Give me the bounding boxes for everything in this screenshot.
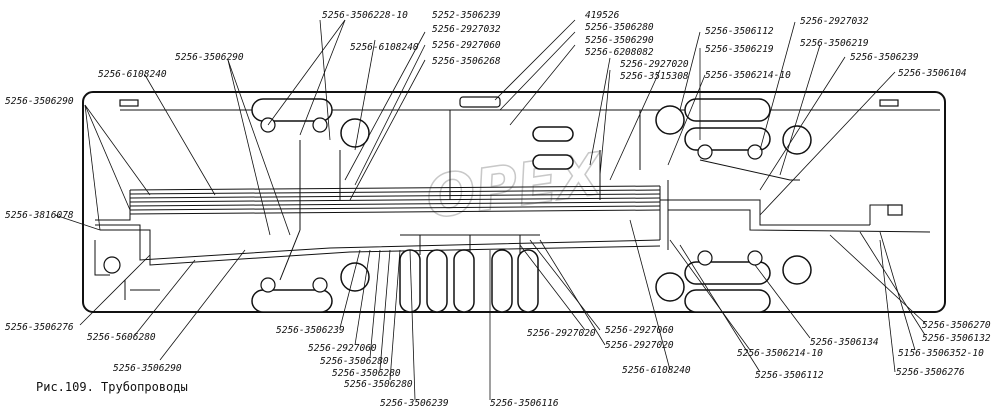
part-label: 5256-3506219 (705, 44, 774, 55)
part-label: 5256-2927060 (605, 325, 674, 336)
part-label: 5256-2927060 (432, 40, 501, 51)
part-label: 5256-3506280 (585, 22, 654, 33)
part-label: 5256-2927020 (620, 59, 689, 70)
part-label: 5256-2927020 (527, 328, 596, 339)
part-label: 5256-3515308 (620, 71, 689, 82)
valves (103, 96, 903, 293)
part-label: 5256-3506116 (490, 398, 559, 409)
part-label: 5256-3506112 (705, 26, 774, 37)
main-pipe-bundle (94, 109, 940, 300)
wheels (340, 105, 812, 302)
part-label: 5256-3506239 (850, 52, 919, 63)
part-label: 5256-3506280 (344, 379, 413, 390)
figure-caption: Рис.109. Трубопроводы (36, 380, 188, 394)
part-label: 5256-6108240 (350, 42, 419, 53)
part-label: 5256-2927032 (800, 16, 869, 27)
part-label: 5256-3506239 (380, 398, 449, 409)
part-label: 5256-2927020 (605, 340, 674, 351)
part-label: 5256-3506214-10 (737, 348, 823, 359)
part-label: 5256-3506270 (922, 320, 991, 331)
part-label: 5156-3506352-10 (898, 348, 984, 359)
part-label: 5256-3506112 (755, 370, 824, 381)
part-label: 5256-3506290 (113, 363, 182, 374)
part-labels: 5256-3506228-10 5252-3506239 5256-610824… (5, 10, 991, 409)
part-label: 5256-3506214-10 (705, 70, 791, 81)
part-label: 5256-3506276 (5, 322, 74, 333)
part-label: 5256-2927032 (432, 24, 501, 35)
part-label: 5256-5606280 (87, 332, 156, 343)
part-label: 5256-3506290 (175, 52, 244, 63)
part-label: 5256-3506290 (5, 96, 74, 107)
part-label: 5256-3506134 (810, 337, 879, 348)
part-label: 5256-3506239 (276, 325, 345, 336)
part-label: 5256-3506219 (800, 38, 869, 49)
part-label: 5256-2927060 (308, 343, 377, 354)
axle-housings (251, 98, 771, 313)
part-label: 5256-3506280 (320, 356, 389, 367)
part-label: 5256-3506268 (432, 56, 501, 67)
part-label: 5256-3506276 (896, 367, 965, 378)
part-label: 5256-6108240 (622, 365, 691, 376)
part-label: 5256-3506132 (922, 333, 991, 344)
part-label: 5256-3816078 (5, 210, 74, 221)
part-label: 5256-6108240 (98, 69, 167, 80)
part-label: 5256-3506280 (332, 368, 401, 379)
part-label: 5256-6208082 (585, 47, 654, 58)
air-tanks (399, 126, 574, 313)
chassis-frame (82, 91, 946, 313)
part-label: 5256-3506228-10 (322, 10, 408, 21)
leader-lines (54, 19, 926, 401)
part-label: 5256-3506290 (585, 35, 654, 46)
part-label: 5256-3506104 (898, 68, 967, 79)
part-label: 5252-3506239 (432, 10, 501, 21)
part-label: 419526 (585, 10, 620, 21)
